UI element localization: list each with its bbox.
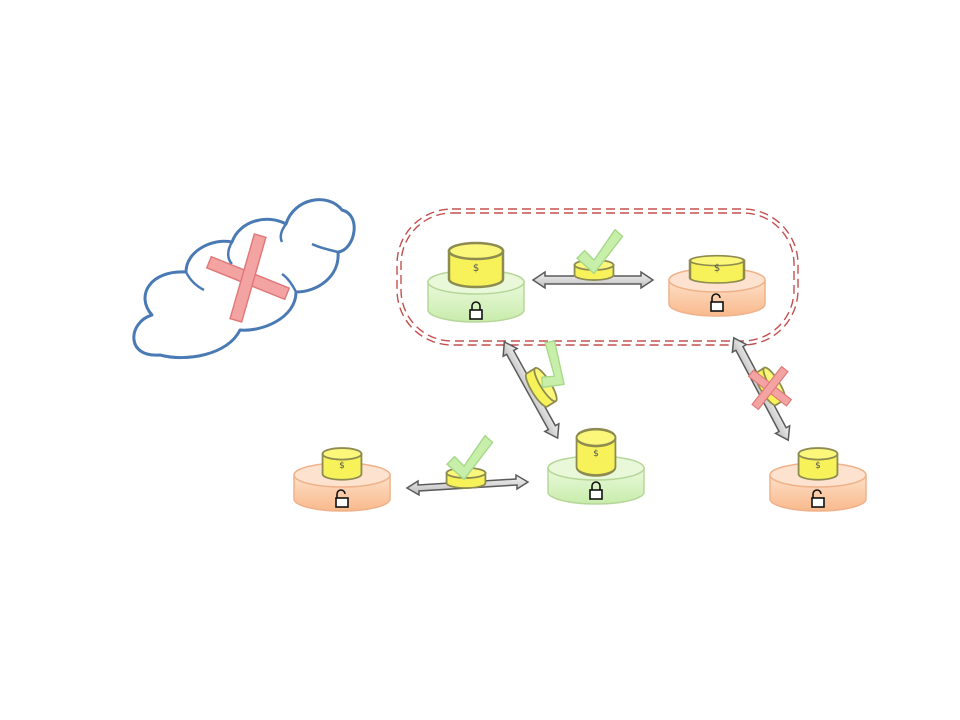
node-bottom-left: $ bbox=[293, 447, 391, 512]
cross-icon bbox=[747, 365, 793, 411]
coin-symbol: $ bbox=[593, 449, 599, 459]
coin-symbol: $ bbox=[473, 263, 479, 274]
coin-symbol: $ bbox=[339, 461, 345, 471]
node-bottom-right: $ bbox=[769, 447, 867, 512]
node-top-right: $ bbox=[668, 254, 766, 317]
coin-symbol: $ bbox=[815, 461, 821, 471]
coin-symbol: $ bbox=[714, 263, 720, 274]
node-bottom-middle: $ bbox=[547, 427, 645, 505]
group-boundary bbox=[396, 208, 799, 346]
cross-icon bbox=[205, 233, 291, 323]
node-top-left: $ bbox=[427, 241, 525, 323]
